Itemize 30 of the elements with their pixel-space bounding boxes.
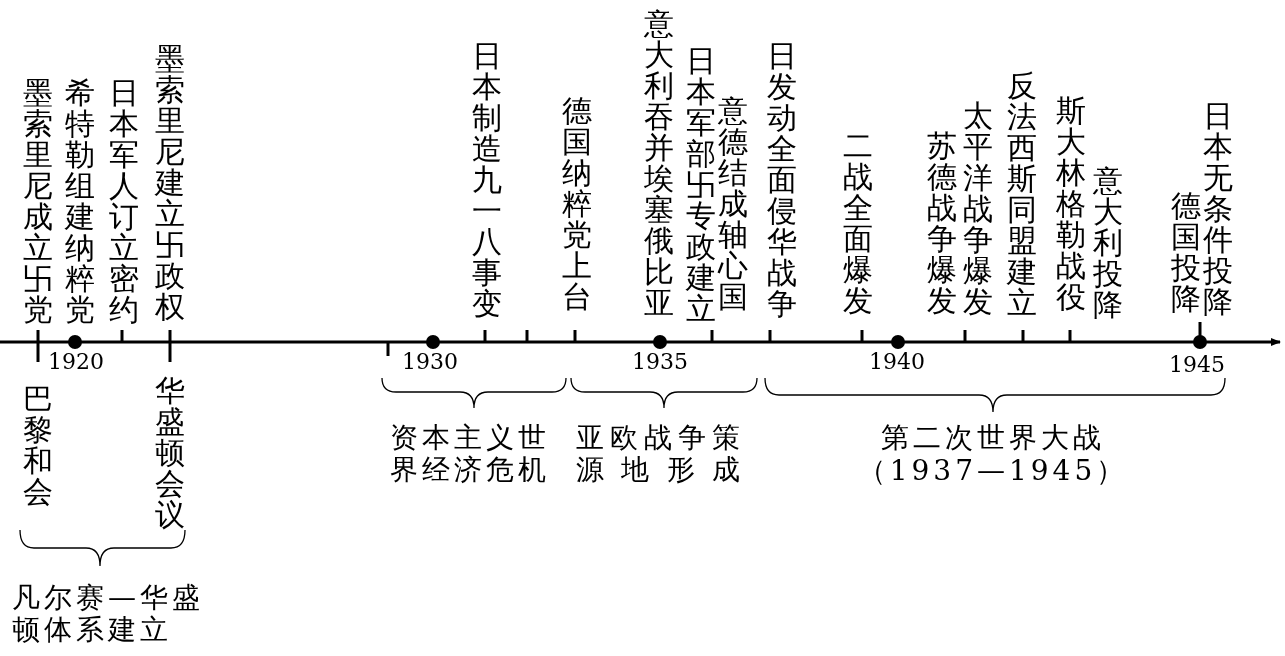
event-label: 日本制造九一八事变 bbox=[472, 40, 502, 319]
event-label: 日发动全面侵华战争 bbox=[767, 40, 797, 319]
event-label: 日本军部卐专政建立 bbox=[686, 45, 716, 324]
year-label: 1935 bbox=[631, 350, 689, 374]
event-label: 墨索里尼建立卐政权 bbox=[155, 43, 185, 322]
event-label: 意大利吞并埃塞俄比亚 bbox=[644, 8, 674, 318]
event-label: 太平洋战争爆发 bbox=[963, 100, 993, 317]
year-label: 1945 bbox=[1168, 353, 1226, 377]
event-label: 希特勒组建纳粹党 bbox=[65, 77, 95, 325]
period-label: 资本主义世界经济危机 bbox=[390, 422, 551, 486]
event-label: 斯大林格勒战役 bbox=[1056, 95, 1086, 312]
year-label: 1920 bbox=[47, 350, 105, 374]
period-label: 第二次世界大战 bbox=[880, 422, 1106, 454]
event-label: 巴黎和会 bbox=[23, 383, 53, 507]
year-label: 1940 bbox=[868, 350, 926, 374]
event-label: 苏德战争爆发 bbox=[927, 130, 957, 316]
event-label: 意德结成轴心国 bbox=[718, 95, 748, 312]
event-label: 反法西斯同盟建立 bbox=[1007, 70, 1037, 318]
event-label: 德国投降 bbox=[1171, 190, 1201, 314]
year-label: 1930 bbox=[401, 350, 459, 374]
event-label: 墨索里尼成立卐党 bbox=[23, 77, 53, 325]
period-label: （1937—1945） bbox=[856, 455, 1130, 487]
event-label: 华盛顿会议 bbox=[155, 375, 185, 530]
event-label: 日本军人订立密约 bbox=[109, 77, 139, 325]
event-label: 日本无条件投降 bbox=[1203, 100, 1233, 317]
event-label: 二战全面爆发 bbox=[843, 130, 873, 316]
event-label: 意大利投降 bbox=[1093, 165, 1123, 320]
period-label: 亚欧战争策源地形成 bbox=[576, 422, 744, 486]
event-label: 德国纳粹党上台 bbox=[562, 95, 592, 312]
period-label: 凡尔赛—华盛顿体系建立 bbox=[12, 582, 205, 646]
